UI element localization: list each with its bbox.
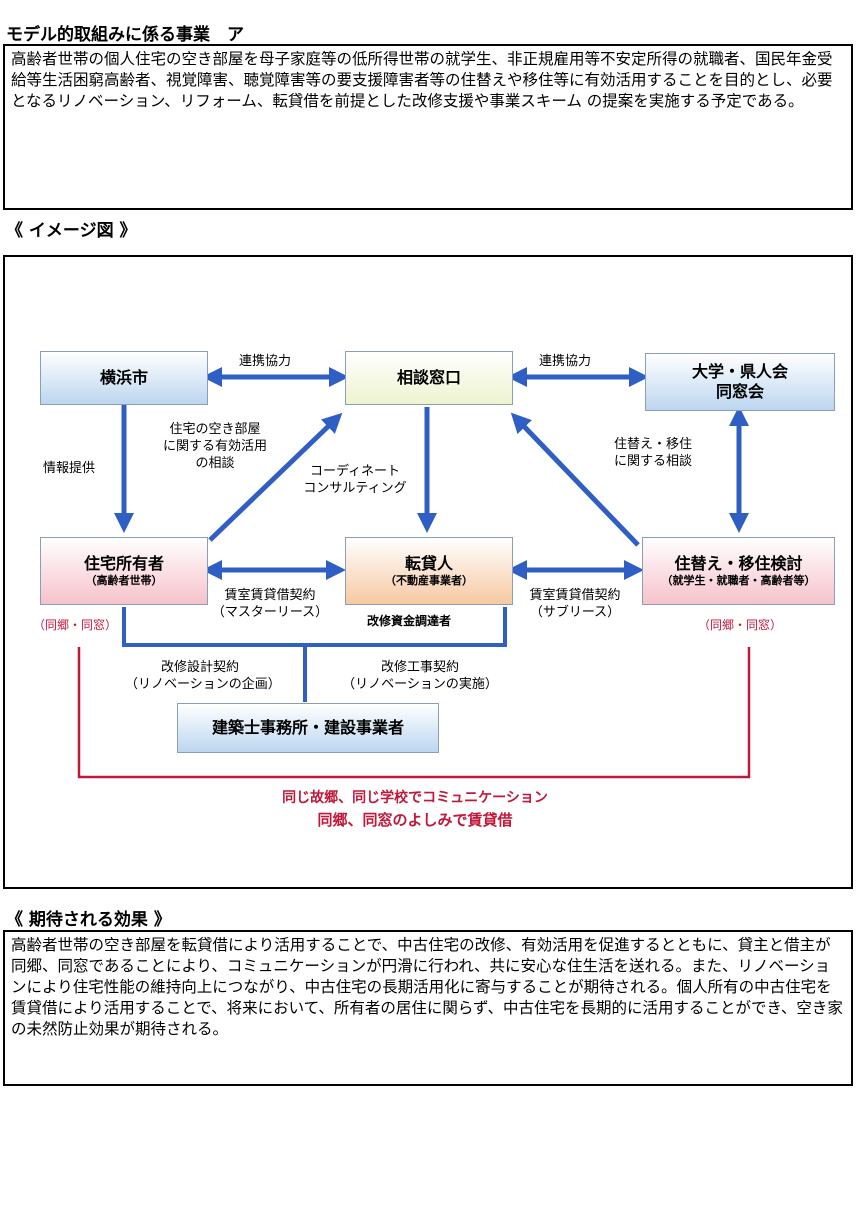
label-sekkei: 改修設計契約 （リノベーションの企画） bbox=[125, 659, 281, 693]
label-sekkei-line2: （リノベーションの企画） bbox=[125, 677, 281, 692]
expected-effects-text: 高齢者世帯の空き部屋を転貸借により活用することで、中古住宅の改修、有効活用を促進… bbox=[11, 936, 843, 1038]
contract-line bbox=[122, 607, 507, 647]
node-kenchiku-label: 建築士事務所・建設事業者 bbox=[211, 718, 404, 737]
diagram-connectors bbox=[77, 367, 751, 779]
label-sumikae-soudan-line1: 住替え・移住 bbox=[613, 437, 692, 452]
label-doukyo-left: （同郷・同窓） bbox=[33, 618, 118, 632]
node-owner-sub: （高齢者世帯） bbox=[85, 574, 163, 587]
label-akibeya-line2: に関する有効活用 bbox=[162, 439, 267, 454]
label-kouji: 改修工事契約 （リノベーションの実施） bbox=[335, 659, 505, 693]
red-connection-line bbox=[77, 647, 751, 779]
label-master-lease: 賃室賃貸借契約 （マスターリース） bbox=[205, 587, 335, 621]
arrow-owner-soudan bbox=[208, 412, 343, 542]
node-owner: 住宅所有者 （高齢者世帯） bbox=[40, 537, 208, 605]
node-sumikae-sub: （就学生・就職者・高齢者等） bbox=[661, 574, 816, 587]
label-akibeya: 住宅の空き部屋 に関する有効活用 の相談 bbox=[145, 421, 285, 472]
image-diagram: 横浜市 相談窓口 大学・県人会 同窓会 住宅所有者 （高齢者世帯） 転貸人 （不… bbox=[3, 255, 853, 889]
label-renkei-right: 連携協力 bbox=[539, 354, 592, 369]
label-sumikae-soudan: 住替え・移住 に関する相談 bbox=[593, 436, 713, 470]
label-shikin: 改修資金調達者 bbox=[367, 614, 452, 628]
node-tentaijin-label: 転貸人 bbox=[404, 554, 453, 573]
node-owner-label: 住宅所有者 bbox=[83, 554, 164, 573]
label-doukyo-right: （同郷・同窓） bbox=[698, 618, 783, 632]
label-master-lease-line1: 賃室賃貸借契約 bbox=[224, 588, 316, 603]
node-sumikae-label: 住替え・移住検討 bbox=[674, 554, 803, 573]
label-coordinate: コーディネート コンサルティング bbox=[285, 463, 425, 497]
label-sekkei-line1: 改修設計契約 bbox=[160, 660, 239, 675]
node-daigaku-line2: 同窓会 bbox=[715, 382, 764, 401]
node-kenchiku: 建築士事務所・建設事業者 bbox=[177, 703, 439, 753]
label-bottom-line2: 同郷、同窓のよしみで賃貸借 bbox=[317, 811, 513, 829]
node-tentaijin: 転貸人 （不動産事業者） bbox=[345, 537, 513, 605]
node-daigaku-line1: 大学・県人会 bbox=[691, 362, 788, 381]
project-description-box: 高齢者世帯の個人住宅の空き部屋を母子家庭等の低所得世帯の就学生、非正規雇用等不安… bbox=[3, 44, 853, 210]
label-kouji-line1: 改修工事契約 bbox=[380, 660, 459, 675]
label-bottom-line1: 同じ故郷、同じ学校でコミュニケーション bbox=[282, 790, 548, 806]
label-sublease-line2: （サブリース） bbox=[529, 605, 621, 620]
arrow-sumikae-soudan bbox=[510, 412, 640, 547]
section-title-image-diagram: 《 イメージ図 》 bbox=[6, 221, 137, 241]
label-kouji-line2: （リノベーションの実施） bbox=[342, 677, 498, 692]
node-sumikae: 住替え・移住検討 （就学生・就職者・高齢者等） bbox=[642, 537, 835, 605]
label-sublease-line1: 賃室賃貸借契約 bbox=[529, 588, 621, 603]
label-sumikae-soudan-line2: に関する相談 bbox=[613, 454, 692, 469]
label-coordinate-line1: コーディネート bbox=[309, 464, 401, 479]
node-yokohama-label: 横浜市 bbox=[99, 368, 148, 387]
node-daigaku: 大学・県人会 同窓会 bbox=[645, 353, 835, 411]
section-title-expected-effects: 《 期待される効果 》 bbox=[6, 910, 171, 930]
expected-effects-box: 高齢者世帯の空き部屋を転貸借により活用することで、中古住宅の改修、有効活用を促進… bbox=[3, 930, 853, 1086]
label-coordinate-line2: コンサルティング bbox=[303, 481, 407, 496]
section-title-model-project: モデル的取組みに係る事業 ア bbox=[6, 25, 244, 45]
project-description-text: 高齢者世帯の個人住宅の空き部屋を母子家庭等の低所得世帯の就学生、非正規雇用等不安… bbox=[11, 50, 833, 110]
node-soudan-label: 相談窓口 bbox=[396, 368, 461, 387]
label-johoteikyo: 情報提供 bbox=[43, 461, 96, 476]
label-akibeya-line3: の相談 bbox=[195, 456, 235, 471]
label-master-lease-line2: （マスターリース） bbox=[211, 605, 329, 620]
node-tentaijin-sub: （不動産事業者） bbox=[385, 574, 473, 587]
node-yokohama: 横浜市 bbox=[40, 351, 208, 405]
label-sublease: 賃室賃貸借契約 （サブリース） bbox=[505, 587, 645, 621]
label-renkei-left: 連携協力 bbox=[239, 354, 292, 369]
node-soudan: 相談窓口 bbox=[345, 351, 513, 405]
label-akibeya-line1: 住宅の空き部屋 bbox=[169, 422, 261, 437]
